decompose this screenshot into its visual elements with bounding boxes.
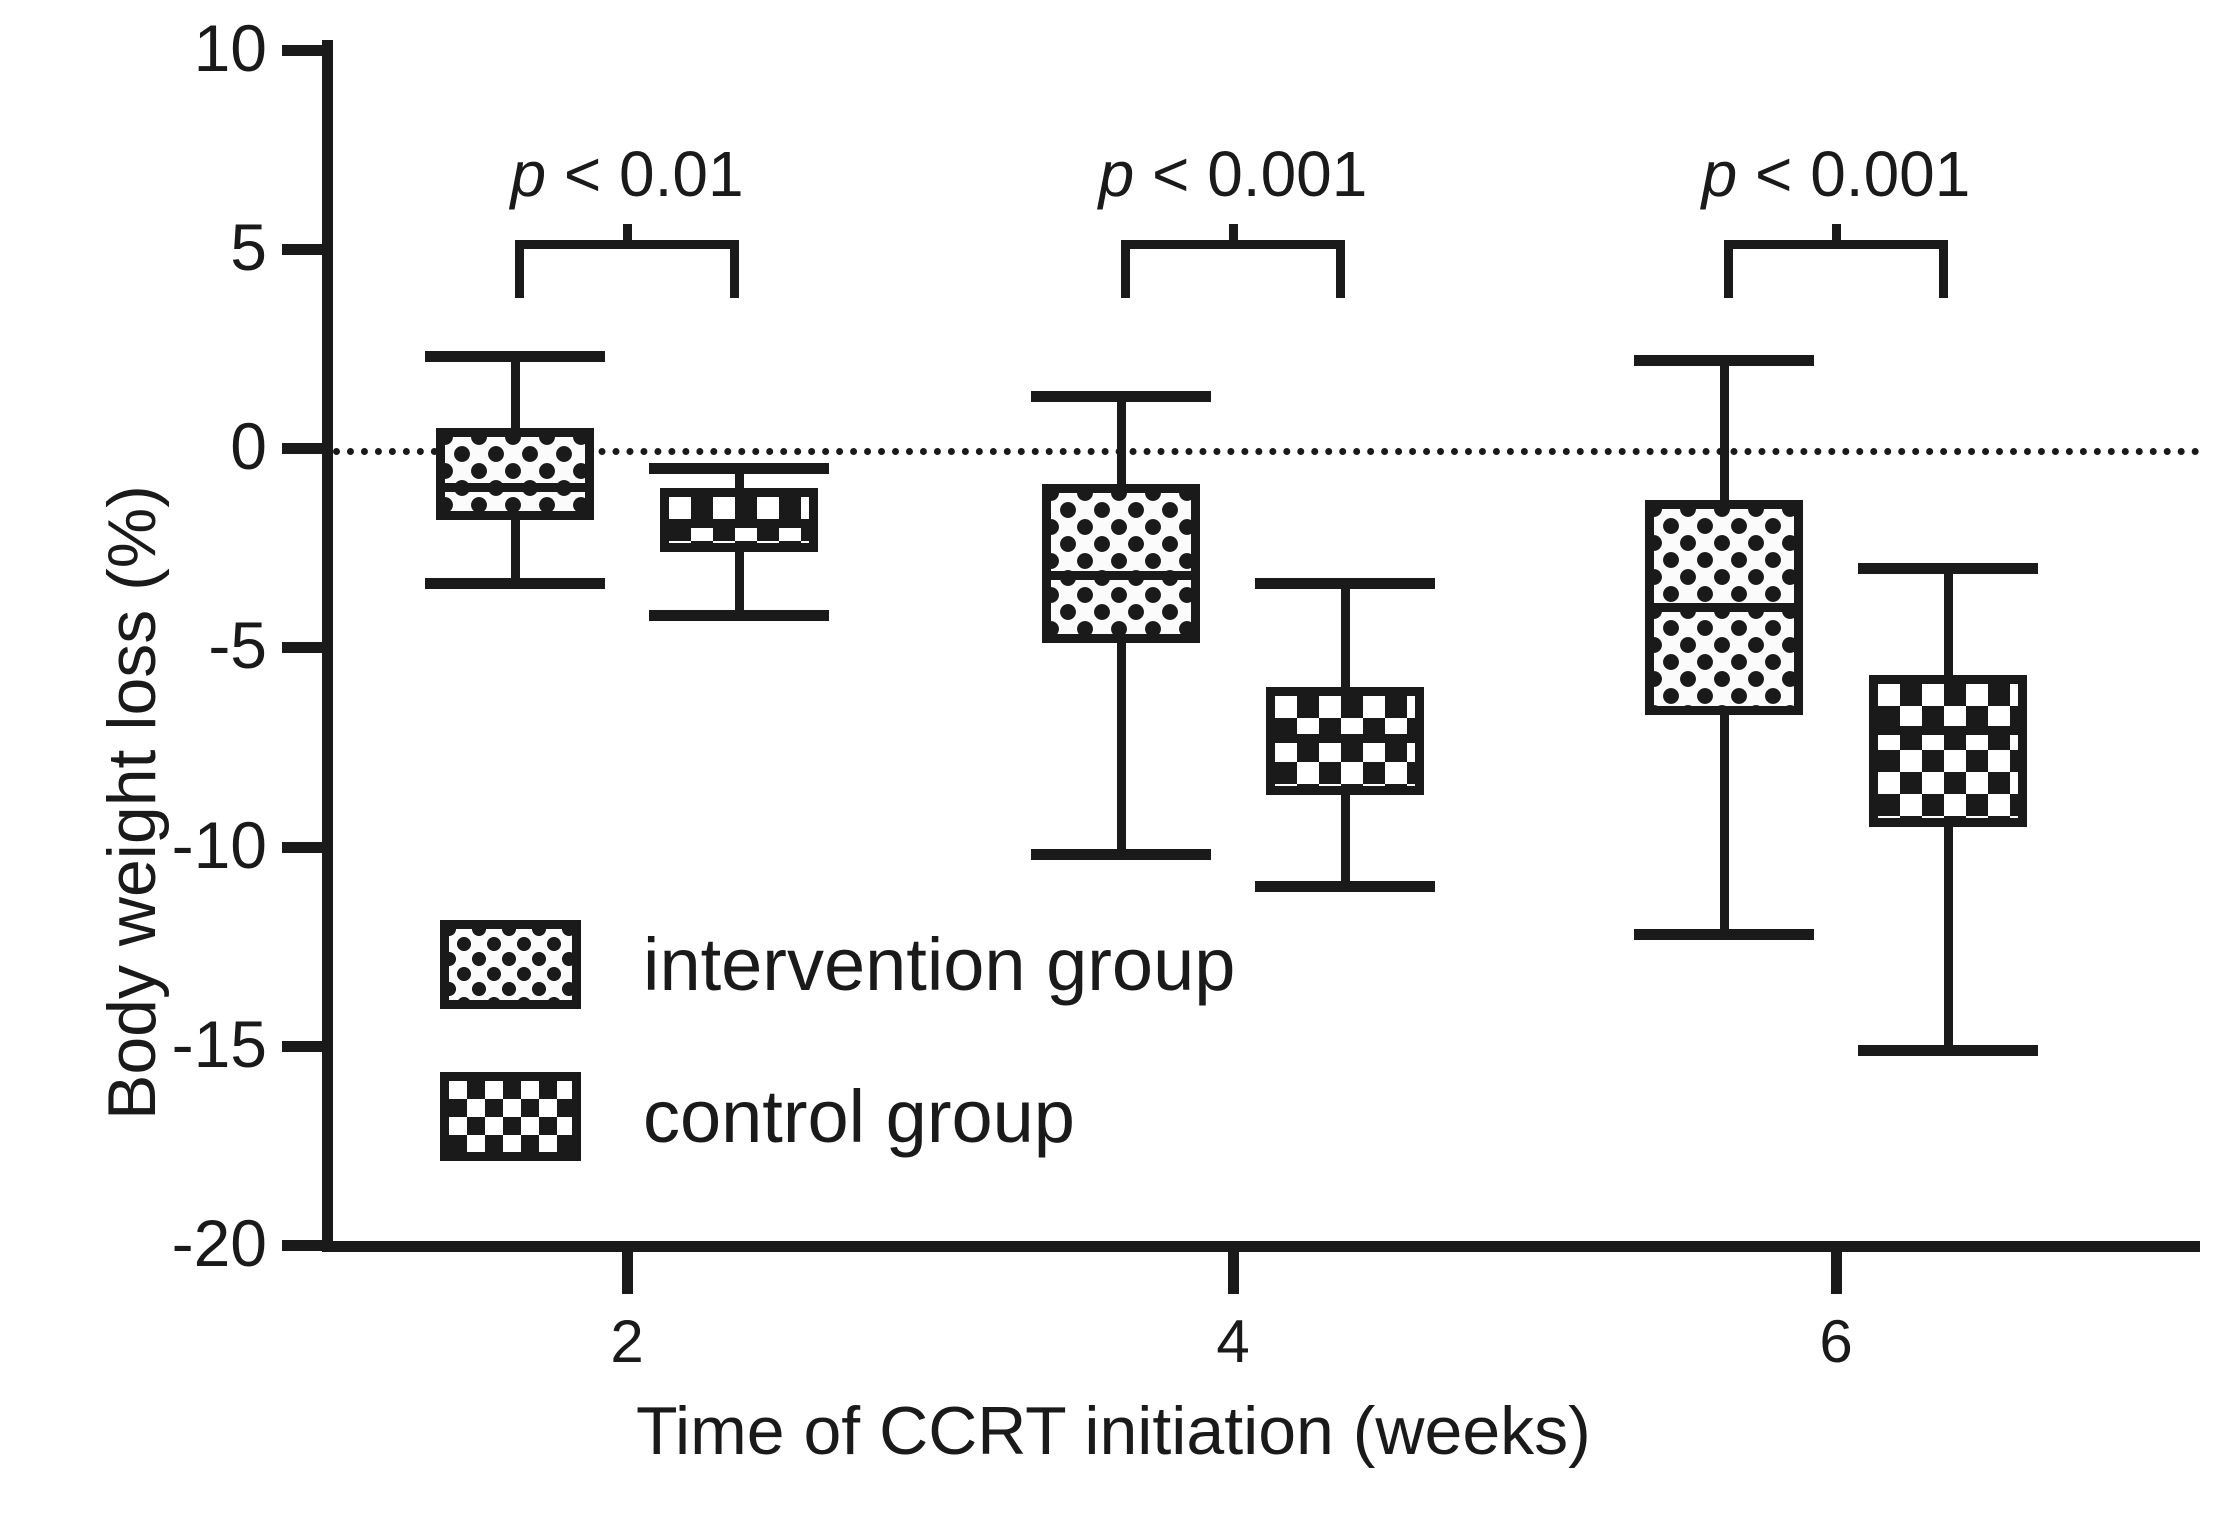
- bracket-horizontal: [1121, 240, 1345, 249]
- median-line: [1869, 726, 2027, 736]
- p-symbol: p: [1701, 138, 1738, 210]
- x-tick-label: 6: [1819, 1308, 1853, 1375]
- whisker-lower: [1943, 826, 1953, 1050]
- whisker-cap-lower: [1031, 849, 1211, 861]
- bracket-tick-center: [1831, 224, 1841, 242]
- median-line: [1645, 602, 1803, 612]
- whisker-cap-upper: [1634, 355, 1814, 367]
- legend-swatch-checker: [440, 1072, 581, 1161]
- y-tick--5: [282, 642, 324, 654]
- whisker-cap-lower: [425, 578, 605, 590]
- whisker-cap-lower: [1858, 1044, 2038, 1056]
- y-tick--10: [282, 841, 324, 853]
- whisker-cap-lower: [649, 610, 829, 622]
- bracket-tick-right: [1939, 240, 1948, 298]
- x-axis-line: [322, 1241, 2200, 1252]
- y-axis-line: [322, 40, 333, 1252]
- y-tick-label: -5: [208, 608, 267, 683]
- whisker-upper: [510, 356, 520, 429]
- y-tick-label: 0: [230, 409, 267, 483]
- significance-bracket-week-2: [515, 224, 739, 298]
- p-symbol: p: [510, 138, 547, 210]
- p-value-label-week-4: p < 0.001: [1033, 142, 1433, 206]
- y-tick-label: 10: [193, 10, 267, 85]
- y-tick--15: [282, 1040, 324, 1052]
- whisker-cap-upper: [649, 462, 829, 474]
- median-line: [436, 483, 594, 493]
- legend-item-intervention: intervention group: [440, 920, 1235, 1009]
- whisker-cap-lower: [1634, 929, 1814, 941]
- y-tick--20: [282, 1240, 324, 1251]
- box-iqr: [436, 428, 594, 520]
- legend-swatch-dots: [440, 920, 581, 1009]
- p-value-text: < 0.01: [546, 138, 744, 210]
- zero-reference-line: [333, 448, 2200, 455]
- bracket-tick-right: [730, 240, 739, 298]
- median-line: [1266, 734, 1424, 744]
- whisker-cap-upper: [425, 351, 605, 363]
- whisker-upper: [1340, 583, 1350, 688]
- significance-bracket-week-6: [1724, 224, 1948, 298]
- bracket-tick-center: [1228, 224, 1238, 242]
- bracket-tick-left: [1724, 240, 1733, 298]
- whisker-cap-upper: [1858, 562, 2038, 574]
- legend: intervention group control group: [440, 920, 1340, 1170]
- legend-label: control group: [643, 1074, 1075, 1158]
- p-value-text: < 0.001: [1134, 138, 1368, 210]
- whisker-lower: [510, 519, 520, 584]
- whisker-cap-lower: [1255, 881, 1435, 893]
- x-tick-label: 2: [610, 1308, 644, 1375]
- whisker-upper: [734, 467, 744, 488]
- y-tick-5: [282, 243, 324, 255]
- y-tick-label: -15: [171, 1006, 267, 1081]
- y-tick-label: -20: [171, 1206, 267, 1280]
- p-symbol: p: [1098, 138, 1135, 210]
- x-axis-title: Time of CCRT initiation (weeks): [636, 1393, 1591, 1469]
- box-iqr: [1869, 675, 2027, 827]
- p-value-label-week-2: p < 0.01: [427, 142, 827, 206]
- significance-bracket-week-4: [1121, 224, 1345, 298]
- whisker-cap-upper: [1255, 578, 1435, 590]
- whisker-upper: [1116, 396, 1126, 484]
- whisker-upper: [1719, 360, 1729, 500]
- bracket-tick-center: [622, 224, 632, 242]
- bracket-tick-left: [1121, 240, 1130, 298]
- x-tick-label: 4: [1216, 1308, 1250, 1375]
- whisker-lower: [734, 551, 744, 616]
- bracket-horizontal: [1724, 240, 1948, 249]
- bracket-tick-right: [1336, 240, 1345, 298]
- whisker-cap-upper: [1031, 391, 1211, 403]
- x-tick-6: [1831, 1252, 1842, 1294]
- x-tick-2: [622, 1252, 633, 1294]
- y-tick-label: -10: [171, 807, 267, 882]
- x-tick-4: [1228, 1252, 1239, 1294]
- whisker-lower: [1340, 794, 1350, 887]
- legend-label: intervention group: [643, 922, 1236, 1006]
- p-value-label-week-6: p < 0.001: [1636, 142, 2036, 206]
- bracket-tick-left: [515, 240, 524, 298]
- y-tick-0: [282, 443, 324, 454]
- p-value-text: < 0.001: [1737, 138, 1971, 210]
- legend-item-control: control group: [440, 1072, 1075, 1161]
- median-line: [660, 519, 818, 529]
- y-tick-10: [282, 44, 324, 56]
- y-tick-label: 5: [230, 209, 267, 284]
- median-line: [1042, 571, 1200, 581]
- whisker-lower: [1116, 643, 1126, 855]
- box-iqr: [1042, 483, 1200, 644]
- whisker-lower: [1719, 714, 1729, 935]
- bracket-horizontal: [515, 240, 739, 249]
- whisker-upper: [1943, 567, 1953, 676]
